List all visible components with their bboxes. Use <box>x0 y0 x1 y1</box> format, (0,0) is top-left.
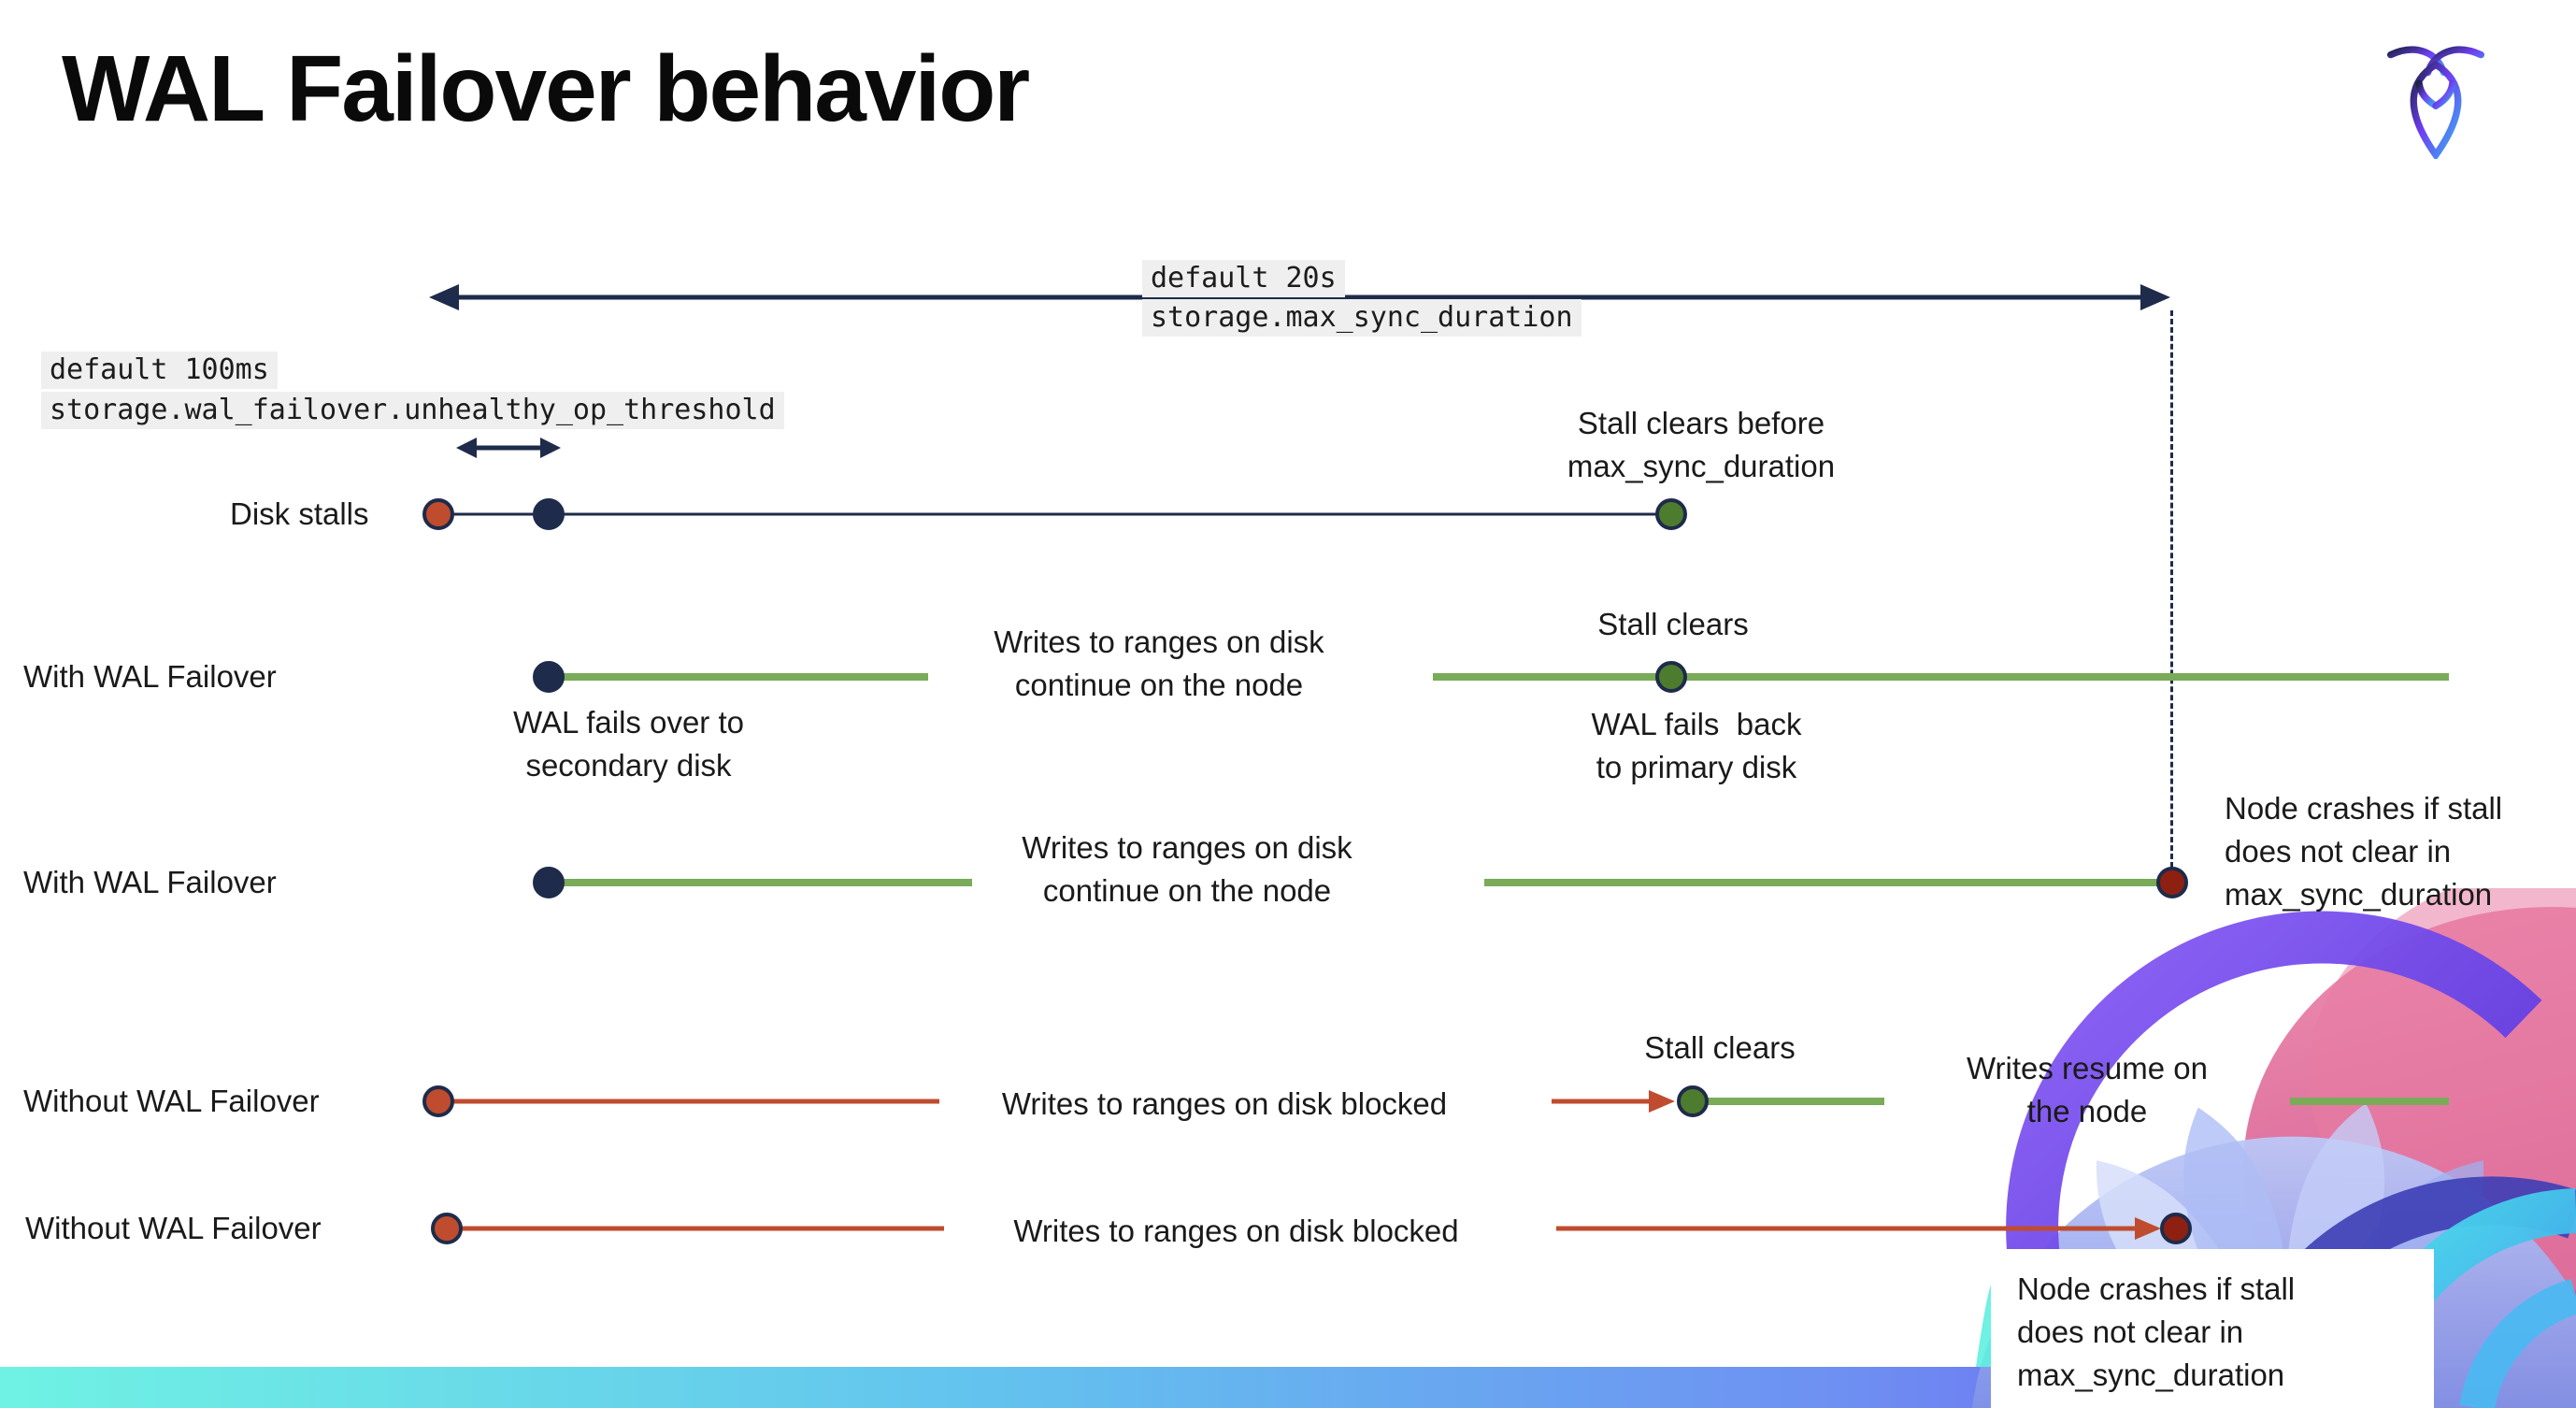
threshold-arrow-left-head <box>456 438 477 458</box>
stall-start-dot <box>431 1213 463 1244</box>
max-sync-setting-label: storage.max_sync_duration <box>1142 299 1581 337</box>
blocked-arrow-head <box>2135 1217 2161 1240</box>
disk-stall-timeline <box>438 512 1671 516</box>
row-label-with-wal-failover-1: With WAL Failover <box>23 659 277 694</box>
writes-blocked-text: Writes to ranges on disk blocked <box>1013 1214 1459 1248</box>
threshold-arrow-right-head <box>540 438 561 458</box>
writes-blocked-line <box>1552 1099 1653 1104</box>
node-crashes-text: Node crashes if stall does not clear in … <box>2017 1272 2296 1392</box>
row-label-with-wal-failover-2: With WAL Failover <box>23 865 277 899</box>
node-crash-dot <box>2156 867 2188 898</box>
row-label-without-wal-failover-1: Without WAL Failover <box>23 1084 320 1118</box>
node-crashes-text: Node crashes if stall does not clear in … <box>2225 791 2503 912</box>
page-title: WAL Failover behavior <box>62 36 1030 141</box>
row-label-without-wal-failover-2: Without WAL Failover <box>25 1211 322 1245</box>
stall-clears-before-text: Stall clears before max_sync_duration <box>1567 406 1836 483</box>
row-label-disk-stalls: Disk stalls <box>230 496 369 531</box>
stall-start-dot <box>422 1085 454 1117</box>
writes-continue-text: Writes to ranges on disk continue on the… <box>1022 830 1352 908</box>
writes-continue-text: Writes to ranges on disk continue on the… <box>994 625 1324 702</box>
failover-dot <box>533 661 565 693</box>
stall-clear-dot <box>1677 1085 1709 1117</box>
writes-resume-text: Writes resume on the node <box>1967 1051 2208 1128</box>
node-crash-dot <box>2160 1213 2192 1244</box>
writes-blocked-line <box>1556 1226 2139 1231</box>
max-sync-dashed-line <box>2170 310 2173 868</box>
threshold-span-arrow <box>472 445 545 451</box>
writes-blocked-line <box>449 1099 939 1104</box>
unhealthy-op-default-label: default 100ms <box>41 352 278 389</box>
failback-dot <box>1655 661 1687 693</box>
max-sync-default-label: default 20s <box>1142 260 1345 297</box>
wal-fails-back-text: WAL fails back to primary disk <box>1591 707 1802 784</box>
stall-clear-dot <box>1655 498 1687 530</box>
artwork-cyan-arc-small <box>2459 1278 2576 1408</box>
max-sync-span-arrow <box>454 295 2140 300</box>
writes-continue-line <box>561 673 928 681</box>
writes-continue-line <box>1680 673 2449 681</box>
stall-start-dot <box>422 498 454 530</box>
writes-blocked-line <box>458 1226 944 1231</box>
arrow-left-head <box>429 284 459 310</box>
writes-resume-line <box>1705 1098 1884 1105</box>
writes-continue-line <box>1433 673 1663 681</box>
cockroachdb-logo-icon <box>2386 46 2485 159</box>
writes-blocked-text: Writes to ranges on disk blocked <box>1001 1086 1448 1121</box>
stall-clears-text: Stall clears <box>1597 607 1749 641</box>
writes-continue-line <box>1484 879 2161 886</box>
stall-clears-text: Stall clears <box>1644 1030 1796 1065</box>
failover-dot <box>533 867 565 898</box>
failover-threshold-dot <box>533 498 565 530</box>
unhealthy-op-setting-label: storage.wal_failover.unhealthy_op_thresh… <box>41 392 784 429</box>
arrow-right-head <box>2140 284 2170 310</box>
wal-fails-over-text: WAL fails over to secondary disk <box>513 705 744 783</box>
writes-continue-line <box>561 879 972 886</box>
node-crash-callout-box <box>1991 1249 2434 1408</box>
blocked-arrow-head <box>1649 1090 1675 1113</box>
writes-resume-line <box>2290 1098 2449 1105</box>
